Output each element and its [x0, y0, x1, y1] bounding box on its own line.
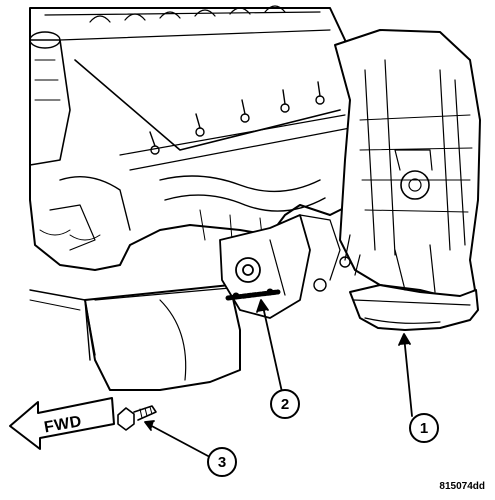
callout-2: 2 [270, 389, 300, 419]
callout-1-number: 1 [420, 420, 428, 437]
engine-oil-pan [29, 284, 241, 391]
fwd-direction-arrow: FWD [9, 397, 115, 450]
structural-cover [219, 214, 351, 319]
engine-block [29, 5, 375, 271]
fwd-label: FWD [43, 413, 83, 436]
figure-id: 815074dd [439, 481, 485, 492]
bolt-part [117, 405, 157, 431]
callout-3: 3 [207, 447, 237, 477]
callout-leaders [144, 299, 413, 457]
callout-3-number: 3 [218, 454, 226, 471]
transmission-oil-pan [349, 244, 479, 331]
transmission-housing [334, 29, 481, 301]
callout-2-number: 2 [281, 396, 289, 413]
bolt-row [225, 288, 281, 301]
callout-1: 1 [409, 413, 439, 443]
